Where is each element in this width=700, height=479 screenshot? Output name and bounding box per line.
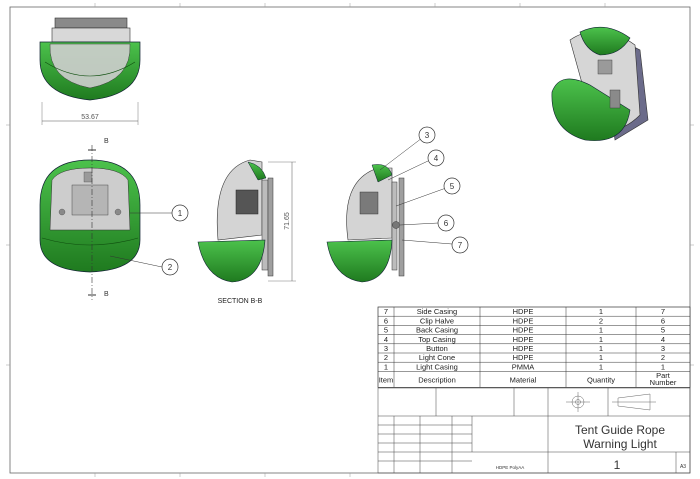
- bom-header-3: Quantity: [587, 375, 615, 384]
- bom-cell-description: Side Casing: [417, 307, 457, 316]
- bom-cell-item: 7: [384, 307, 388, 316]
- bom-cell-quantity: 1: [599, 362, 603, 371]
- bom-header-0: Item: [379, 375, 394, 384]
- projection-symbol: [566, 392, 656, 412]
- bom-cell-description: Clip Halve: [420, 316, 454, 325]
- svg-text:7: 7: [458, 241, 463, 250]
- sheet-size: A3: [680, 464, 686, 470]
- bom-cell-part: 2: [661, 353, 665, 362]
- bom-cell-material: PMMA: [512, 362, 535, 371]
- balloon-5: 5: [443, 177, 461, 195]
- bom-header-4: Part: [656, 371, 671, 380]
- exploded-view: [326, 137, 453, 283]
- width-dimension: 53.67: [81, 114, 99, 121]
- bom-cell-material: HDPE: [513, 335, 534, 344]
- material-note: HDPE PolyAA: [496, 465, 525, 470]
- balloon-2: 2: [161, 258, 179, 276]
- section-marker-top: B: [104, 138, 109, 145]
- bom-header-4: Number: [650, 378, 677, 387]
- bom-cell-item: 3: [384, 344, 388, 353]
- bom-cell-material: HDPE: [513, 326, 534, 335]
- zone-ticks: [6, 3, 694, 477]
- section-label: SECTION B-B: [218, 298, 263, 305]
- svg-text:3: 3: [425, 131, 430, 140]
- bom-cell-description: Button: [426, 344, 448, 353]
- bom-cell-part: 1: [661, 362, 665, 371]
- bom-cell-description: Top Casing: [418, 335, 456, 344]
- bom-cell-material: HDPE: [513, 307, 534, 316]
- bom-cell-quantity: 1: [599, 307, 603, 316]
- bom-cell-material: HDPE: [513, 316, 534, 325]
- balloon-3: 3: [418, 126, 436, 144]
- bom-cell-quantity: 1: [599, 326, 603, 335]
- bom-cell-material: HDPE: [513, 353, 534, 362]
- bom-cell-part: 4: [661, 335, 665, 344]
- svg-text:4: 4: [434, 154, 439, 163]
- bom-cell-description: Back Casing: [416, 326, 458, 335]
- title-line-1: Tent Guide Rope: [575, 423, 665, 437]
- bom-cell-material: HDPE: [513, 344, 534, 353]
- bom-header-2: Material: [510, 375, 537, 384]
- bom-cell-item: 5: [384, 326, 388, 335]
- section-marker-bottom: B: [104, 291, 109, 298]
- balloon-4: 4: [427, 149, 445, 167]
- svg-text:5: 5: [450, 182, 455, 191]
- bom-cell-description: Light Casing: [416, 362, 458, 371]
- balloon-6: 6: [437, 214, 455, 232]
- balloon-7: 7: [451, 236, 469, 254]
- section-view: 71.65 SECTION B-B: [197, 159, 296, 305]
- bom-cell-item: 4: [384, 335, 388, 344]
- balloon-1: 1: [171, 204, 189, 222]
- bom-cell-part: 3: [661, 344, 665, 353]
- bom-cell-item: 1: [384, 362, 388, 371]
- bom-cell-part: 5: [661, 326, 665, 335]
- bom-cell-part: 7: [661, 307, 665, 316]
- bom-cell-quantity: 2: [599, 316, 603, 325]
- height-dimension: 71.65: [284, 212, 291, 230]
- top-view: 53.67: [39, 17, 141, 125]
- bom-cell-item: 2: [384, 353, 388, 362]
- title-block: [377, 387, 691, 474]
- bom-header-1: Description: [418, 375, 456, 384]
- bom-cell-description: Light Cone: [419, 353, 455, 362]
- bom-cell-quantity: 1: [599, 335, 603, 344]
- svg-text:6: 6: [444, 219, 449, 228]
- bom-cell-quantity: 1: [599, 353, 603, 362]
- svg-text:1: 1: [178, 209, 183, 218]
- bom-cell-part: 6: [661, 316, 665, 325]
- front-view: B B: [39, 138, 172, 300]
- svg-text:2: 2: [168, 263, 173, 272]
- bom-cell-quantity: 1: [599, 344, 603, 353]
- title-line-2: Warning Light: [583, 437, 657, 451]
- isometric-view: [551, 26, 649, 141]
- bom-cell-item: 6: [384, 316, 388, 325]
- sheet-number: 1: [614, 458, 621, 472]
